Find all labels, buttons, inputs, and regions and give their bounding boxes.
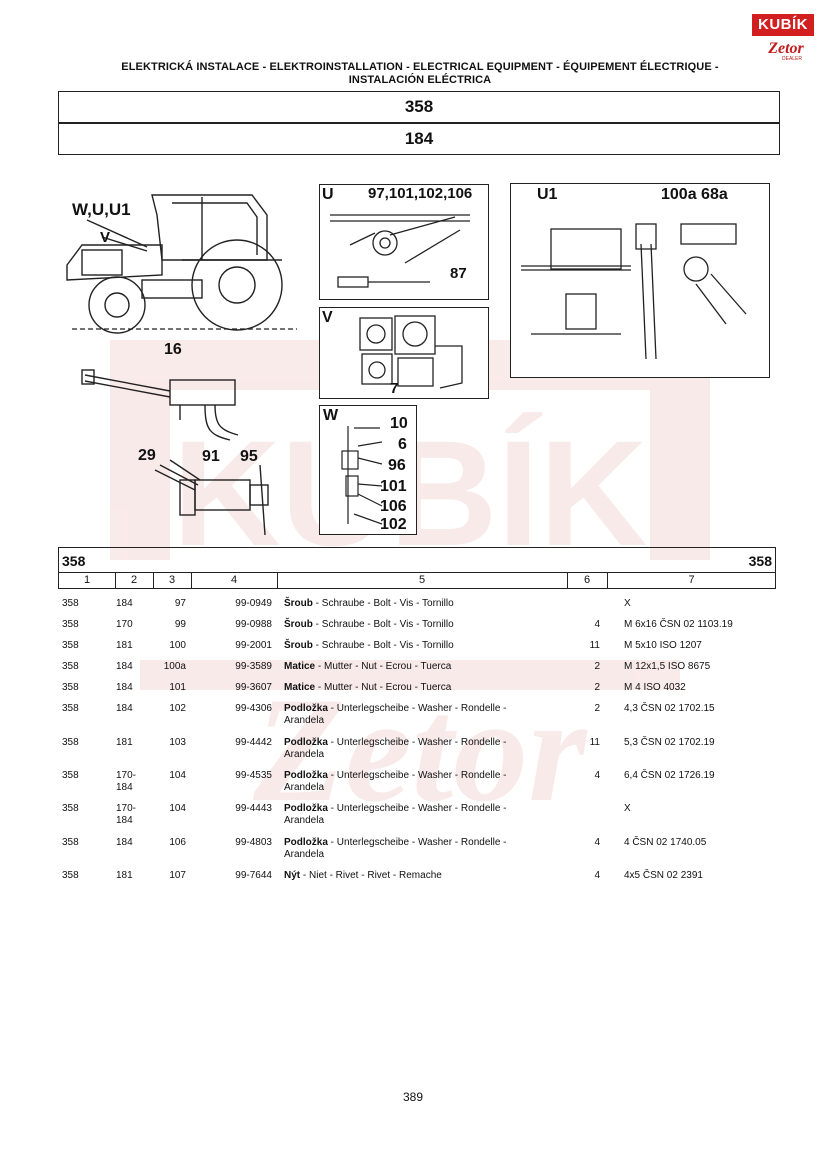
callout-91: 91: [202, 448, 220, 465]
callout-7: 7: [390, 380, 399, 397]
header-line-2: INSTALACIÓN ELÉCTRICA: [348, 74, 492, 86]
callout-w-6: 6: [398, 436, 407, 453]
callout-16: 16: [164, 341, 182, 358]
group-code-box: 358: [58, 91, 780, 123]
figure-u1: U1 100a 68a: [510, 183, 770, 378]
logo-maker: Zetor: [768, 40, 804, 57]
figure-w-letter: W: [323, 407, 339, 425]
col-6: 6: [567, 573, 608, 588]
header-line-1: ELEKTRICKÁ INSTALACE - ELEKTROINSTALLATI…: [121, 61, 719, 73]
kubik-zetor-logo: KUBÍK Zetor DEALER: [752, 14, 814, 64]
col-5: 5: [277, 573, 568, 588]
figure-u1-letter: U1: [537, 186, 558, 204]
sub-code: 184: [404, 129, 434, 148]
page-number: 389: [402, 1090, 424, 1104]
sub-code-box: 184: [58, 123, 780, 155]
col-2: 2: [115, 573, 154, 588]
page-header: ELEKTRICKÁ INSTALACE - ELEKTROINSTALLATI…: [70, 61, 770, 87]
callout-87: 87: [450, 265, 467, 282]
callout-w-101: 101: [380, 478, 407, 495]
col-1: 1: [59, 573, 116, 588]
tractor-overview-drawing: [66, 194, 297, 334]
logo-brand: KUBÍK: [752, 14, 814, 36]
table-code-left: 358: [62, 553, 86, 569]
col-4: 4: [191, 573, 278, 588]
parts-table-header: 358 358 1 2 3 4 5 6 7: [58, 547, 776, 589]
figure-v: V 7: [319, 307, 489, 399]
callout-29: 29: [138, 447, 156, 464]
callout-v-overview: V: [100, 229, 111, 246]
figure-v-letter: V: [322, 309, 333, 327]
callout-w-106: 106: [380, 498, 407, 515]
callout-w-96: 96: [388, 457, 406, 474]
callout-u1: 100a 68a: [661, 186, 728, 204]
logo-sub: DEALER: [782, 56, 803, 62]
callout-u-top: 97,101,102,106: [368, 185, 473, 202]
column-headers: 1 2 3 4 5 6 7: [59, 572, 775, 588]
figure-u: U: [319, 184, 489, 300]
figure-u-letter: U: [322, 186, 334, 204]
callout-w-10: 10: [390, 415, 408, 432]
col-7: 7: [688, 574, 695, 586]
switch-assembly-drawing: [81, 369, 269, 536]
callout-wuu1: W,U,U1: [72, 200, 131, 219]
col-3: 3: [153, 573, 192, 588]
figure-w: W: [319, 405, 417, 535]
table-code-right: 358: [748, 553, 772, 569]
callout-w-102: 102: [380, 516, 407, 533]
callout-95: 95: [240, 448, 258, 465]
group-code: 358: [404, 97, 434, 116]
